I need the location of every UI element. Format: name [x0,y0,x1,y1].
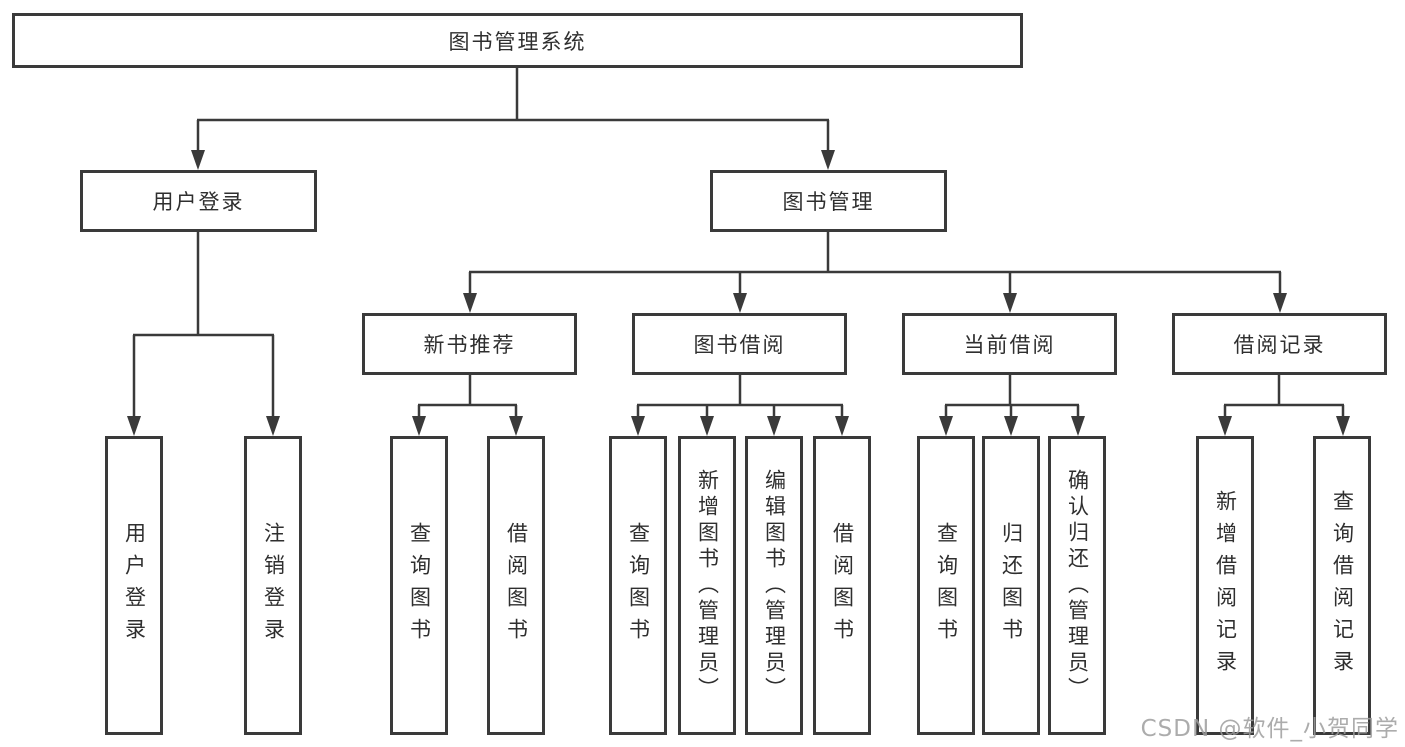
node-new-book-recommend: 新书推荐 [362,313,577,375]
leaf-borrow-books-2: 借阅图书 [813,436,871,735]
node-current-borrowing-label: 当前借阅 [963,333,1056,357]
leaf-query-books-3-label: 查询图书 [934,521,959,650]
leaf-query-books-2: 查询图书 [609,436,667,735]
node-user-login-label: 用户登录 [152,190,245,214]
leaf-query-borrow-record: 查询借阅记录 [1313,436,1371,735]
node-book-borrowing: 图书借阅 [632,313,847,375]
node-current-borrowing: 当前借阅 [902,313,1117,375]
leaf-confirm-return-admin-label: 确认归还（管理员） [1065,468,1090,703]
leaf-return-books: 归还图书 [982,436,1040,735]
leaf-edit-books-admin-label: 编辑图书（管理员） [762,468,787,703]
connector-user-login-children [132,232,275,421]
leaf-query-books-1: 查询图书 [390,436,448,735]
connector-book-borrow-children [636,375,844,421]
node-root-system: 图书管理系统 [12,13,1023,68]
node-book-management-label: 图书管理 [782,190,875,214]
node-book-management: 图书管理 [710,170,947,232]
leaf-user-login: 用户登录 [105,436,163,735]
leaf-add-borrow-record-label: 新增借阅记录 [1213,489,1238,682]
leaf-query-borrow-record-label: 查询借阅记录 [1330,489,1355,682]
leaf-logout: 注销登录 [244,436,302,735]
leaf-borrow-books-1-label: 借阅图书 [504,521,529,650]
node-root-label: 图书管理系统 [448,29,587,54]
leaf-borrow-books-2-label: 借阅图书 [830,521,855,650]
connector-borrow-records-children [1223,375,1345,421]
leaf-confirm-return-admin: 确认归还（管理员） [1048,436,1106,735]
node-user-login: 用户登录 [80,170,317,232]
leaf-query-books-3: 查询图书 [917,436,975,735]
leaf-borrow-books-1: 借阅图书 [487,436,545,735]
connector-current-borrow-children [944,375,1080,421]
connector-root-to-level2 [196,68,830,154]
leaf-query-books-1-label: 查询图书 [407,521,432,650]
arrowheads [127,150,1350,436]
leaf-add-borrow-record: 新增借阅记录 [1196,436,1254,735]
node-new-book-recommend-label: 新书推荐 [423,333,516,357]
leaf-query-books-2-label: 查询图书 [626,521,651,650]
connector-book-mgmt-children [468,232,1282,297]
node-borrowing-records: 借阅记录 [1172,313,1387,375]
leaf-add-books-admin-label: 新增图书（管理员） [695,468,720,703]
node-book-borrowing-label: 图书借阅 [693,333,786,357]
leaf-return-books-label: 归还图书 [999,521,1024,650]
connector-new-book-children [417,375,518,421]
csdn-watermark: CSDN @软件_小贺同学 [1140,716,1399,742]
node-borrowing-records-label: 借阅记录 [1233,333,1326,357]
leaf-add-books-admin: 新增图书（管理员） [678,436,736,735]
leaf-edit-books-admin: 编辑图书（管理员） [745,436,803,735]
leaf-logout-label: 注销登录 [261,521,286,650]
leaf-user-login-label: 用户登录 [122,521,147,650]
